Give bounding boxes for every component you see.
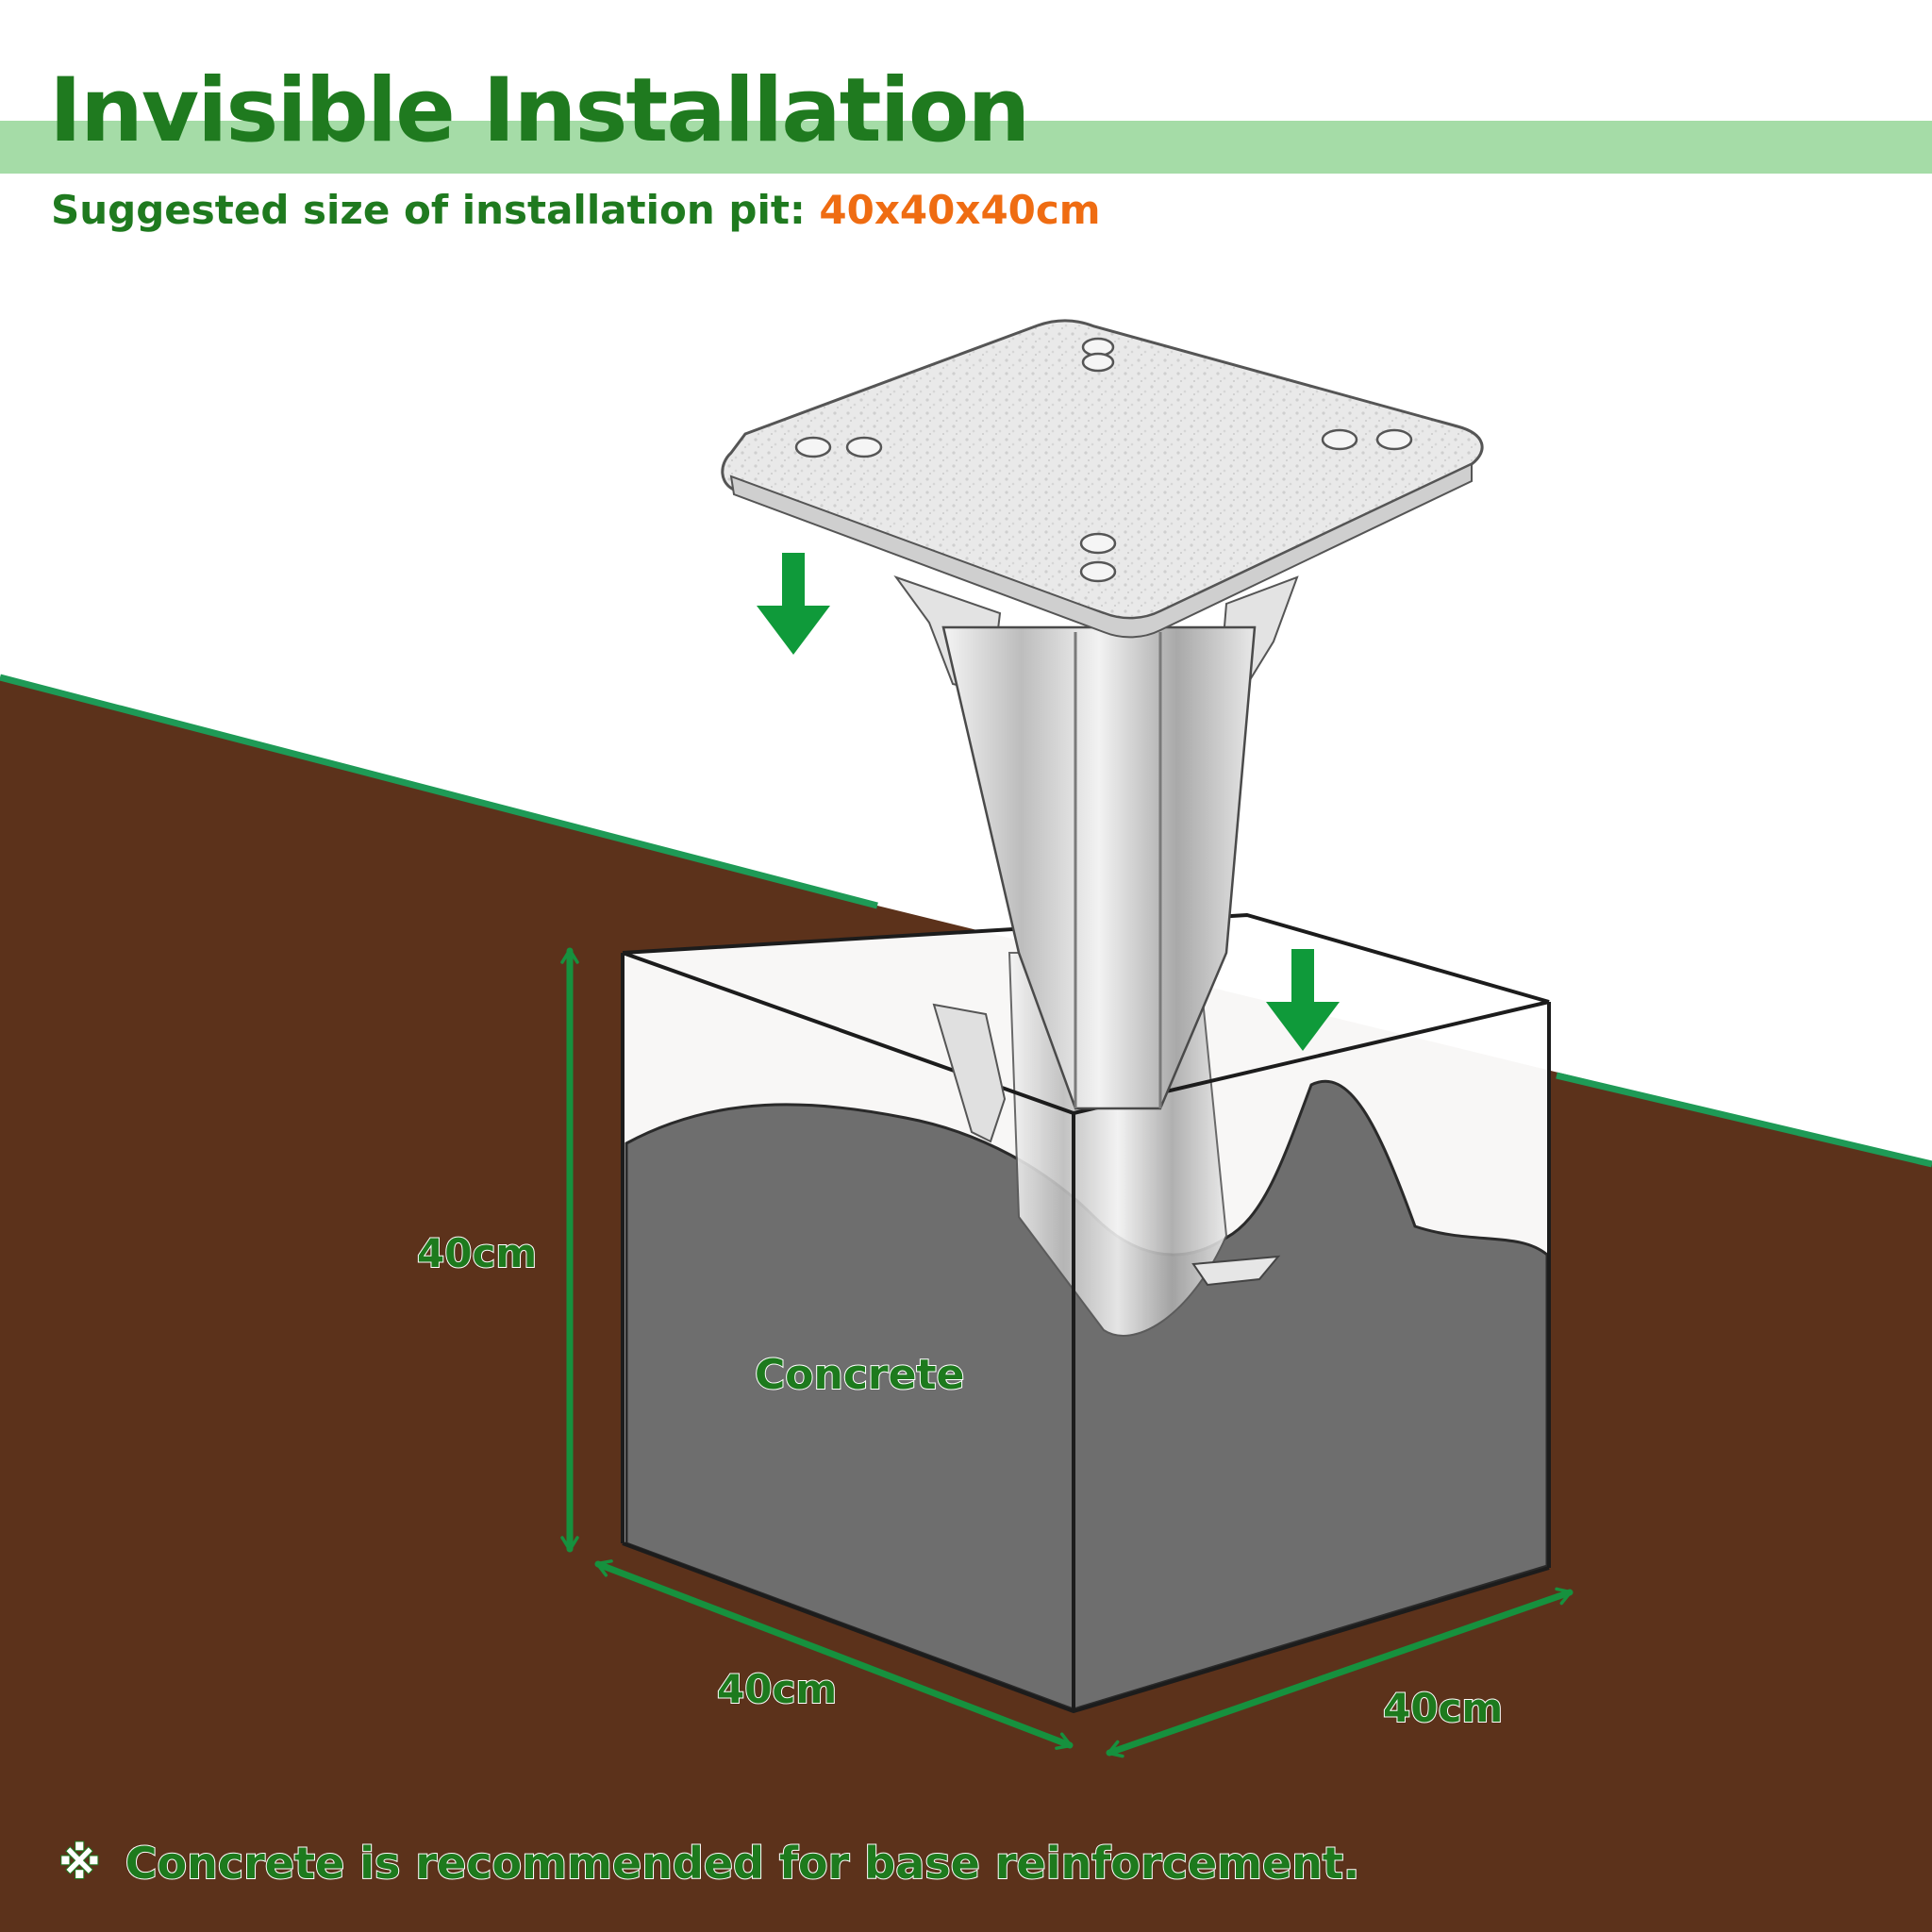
double-arrow-icon: [1106, 1587, 1574, 1758]
double-arrow-icon: [594, 1559, 1074, 1750]
reference-mark-icon: ※: [58, 1838, 102, 1889]
header-band: [0, 121, 1932, 174]
down-arrow-icon: [757, 553, 830, 655]
width-left-dimension-label: 40cm: [716, 1666, 838, 1712]
height-dimension-label: 40cm: [416, 1230, 538, 1276]
subtitle-label: Suggested size of installation pit:: [51, 187, 820, 233]
page-title: Invisible Installation: [49, 59, 1030, 162]
down-arrow-icon: [1266, 949, 1340, 1051]
width-right-dimension-label: 40cm: [1382, 1685, 1504, 1731]
footer-note: ※ Concrete is recommended for base reinfo…: [58, 1838, 1361, 1889]
post-fin: [1191, 1255, 1281, 1287]
pit-size-value: 40x40x40cm: [819, 187, 1101, 233]
concrete-label: Concrete: [754, 1351, 965, 1399]
pit-size-subtitle: Suggested size of installation pit: 40x4…: [51, 187, 1101, 233]
footer-note-text: Concrete is recommended for base reinfor…: [125, 1838, 1361, 1889]
ground-anchor-post: [721, 319, 1484, 1143]
